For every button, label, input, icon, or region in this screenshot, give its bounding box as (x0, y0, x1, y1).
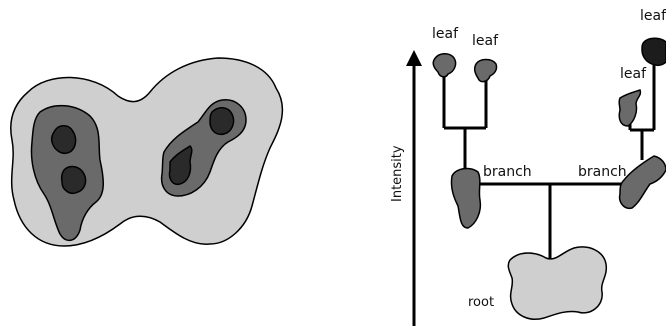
left-dark-spot-top (52, 126, 76, 154)
dendrogram: Intensity leaf leaf le (390, 8, 666, 326)
contour-map (11, 58, 283, 246)
root-label: root (468, 295, 494, 310)
branch-node-left (451, 169, 480, 228)
leaf-node-4 (642, 38, 666, 65)
intensity-axis-label: Intensity (390, 145, 405, 202)
leaf-label-2: leaf (472, 33, 499, 49)
leaf-label-4: leaf (640, 8, 666, 24)
leaf-node-2 (475, 60, 497, 82)
intensity-axis-arrowhead (406, 50, 422, 66)
right-dark-spot-top (210, 108, 234, 135)
branch-label-left: branch (483, 164, 532, 180)
branch-label-right: branch (578, 164, 627, 180)
leaf-label-1: leaf (432, 26, 459, 42)
leaf-node-1 (433, 54, 455, 77)
left-dark-spot-bottom (62, 167, 86, 194)
leaf-label-3: leaf (620, 66, 647, 82)
leaf-node-3 (619, 90, 640, 126)
root-node (508, 247, 606, 319)
